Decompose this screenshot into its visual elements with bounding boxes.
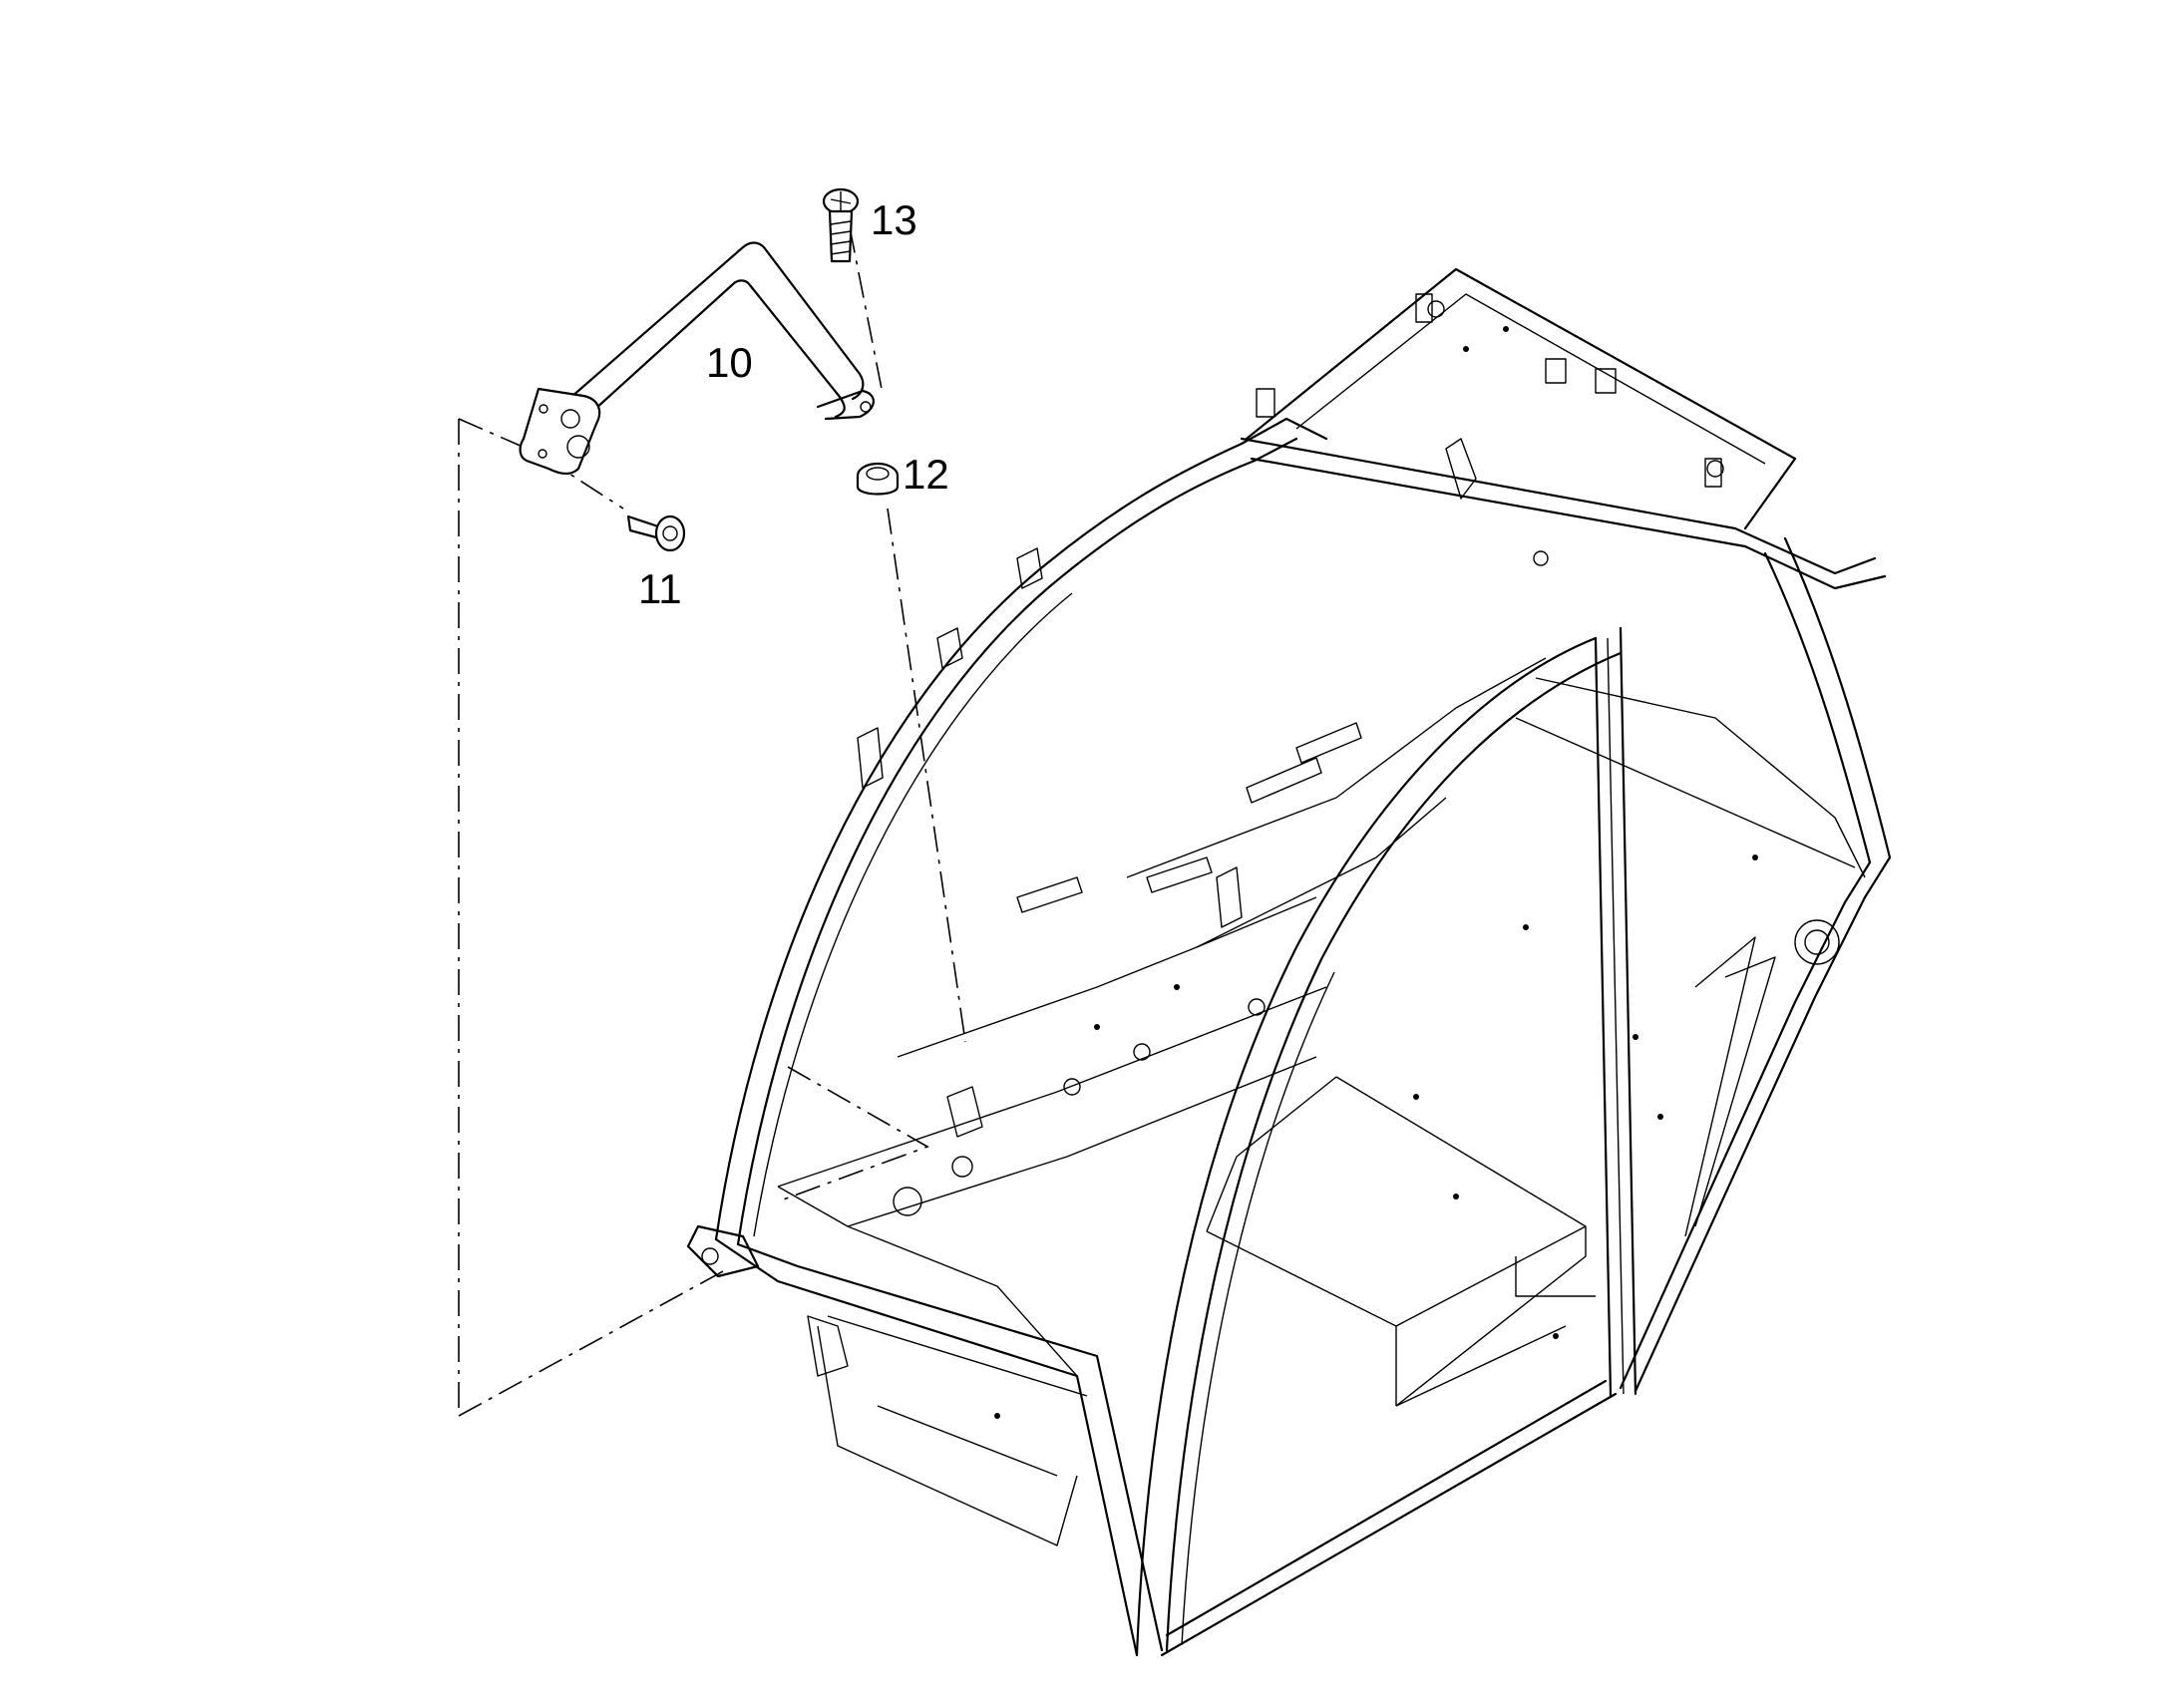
callout-11: 11	[638, 565, 682, 612]
callout-12: 12	[903, 451, 949, 498]
frame-rivets	[994, 326, 1758, 1419]
callout-10: 10	[706, 339, 753, 386]
callout-13: 13	[871, 196, 917, 243]
assembly-center-lines	[458, 226, 966, 1417]
callout-labels: 10 11 12 13	[638, 196, 949, 612]
grab-handle-part-10	[519, 241, 875, 475]
screw-part-13	[822, 187, 860, 263]
washer-part-12	[856, 462, 900, 496]
cab-frame	[686, 267, 1892, 1657]
bolt-part-11	[626, 514, 686, 552]
